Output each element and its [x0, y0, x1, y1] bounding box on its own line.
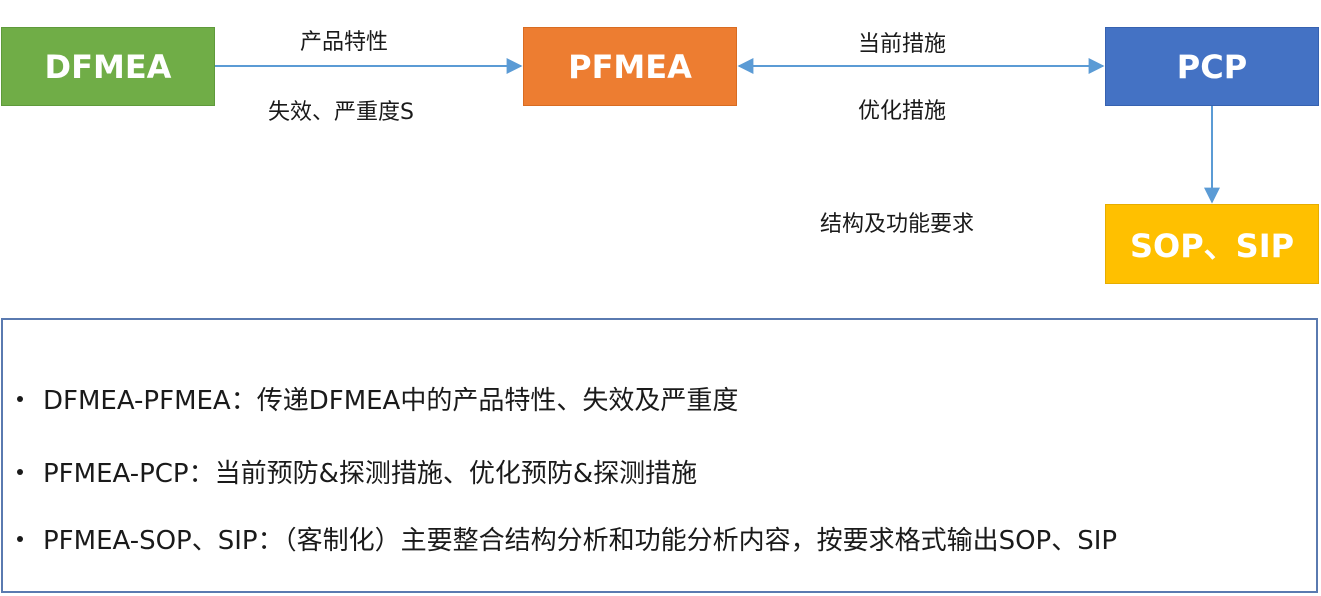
bullet-icon: [17, 395, 23, 402]
note-text: PFMEA-PCP：当前预防&探测措施、优化预防&探测措施: [43, 459, 698, 489]
node-sop-sip: SOP、SIP: [1105, 204, 1319, 284]
edge-label-structure-function: 结构及功能要求: [820, 212, 975, 237]
note-text: DFMEA-PFMEA：传递DFMEA中的产品特性、失效及严重度: [43, 386, 739, 416]
node-pfmea: PFMEA: [523, 27, 737, 106]
edge-label-optimized-measures: 优化措施: [858, 99, 947, 124]
node-dfmea: DFMEA: [1, 27, 215, 106]
note-item: PFMEA-SOP、SIP：（客制化）主要整合结构分析和功能分析内容，按要求格式…: [17, 520, 1117, 557]
node-pcp: PCP: [1105, 27, 1319, 106]
edge-label-failure-severity: 失效、严重度S: [268, 100, 414, 125]
edge-label-product-characteristics: 产品特性: [300, 30, 389, 55]
bullet-icon: [17, 535, 23, 542]
note-text: PFMEA-SOP、SIP：（客制化）主要整合结构分析和功能分析内容，按要求格式…: [43, 526, 1118, 556]
edge-label-current-measures: 当前措施: [858, 32, 947, 57]
note-item: DFMEA-PFMEA：传递DFMEA中的产品特性、失效及严重度: [17, 380, 738, 417]
notes-panel: DFMEA-PFMEA：传递DFMEA中的产品特性、失效及严重度 PFMEA-P…: [1, 318, 1318, 593]
bullet-icon: [17, 468, 23, 475]
note-item: PFMEA-PCP：当前预防&探测措施、优化预防&探测措施: [17, 453, 697, 490]
